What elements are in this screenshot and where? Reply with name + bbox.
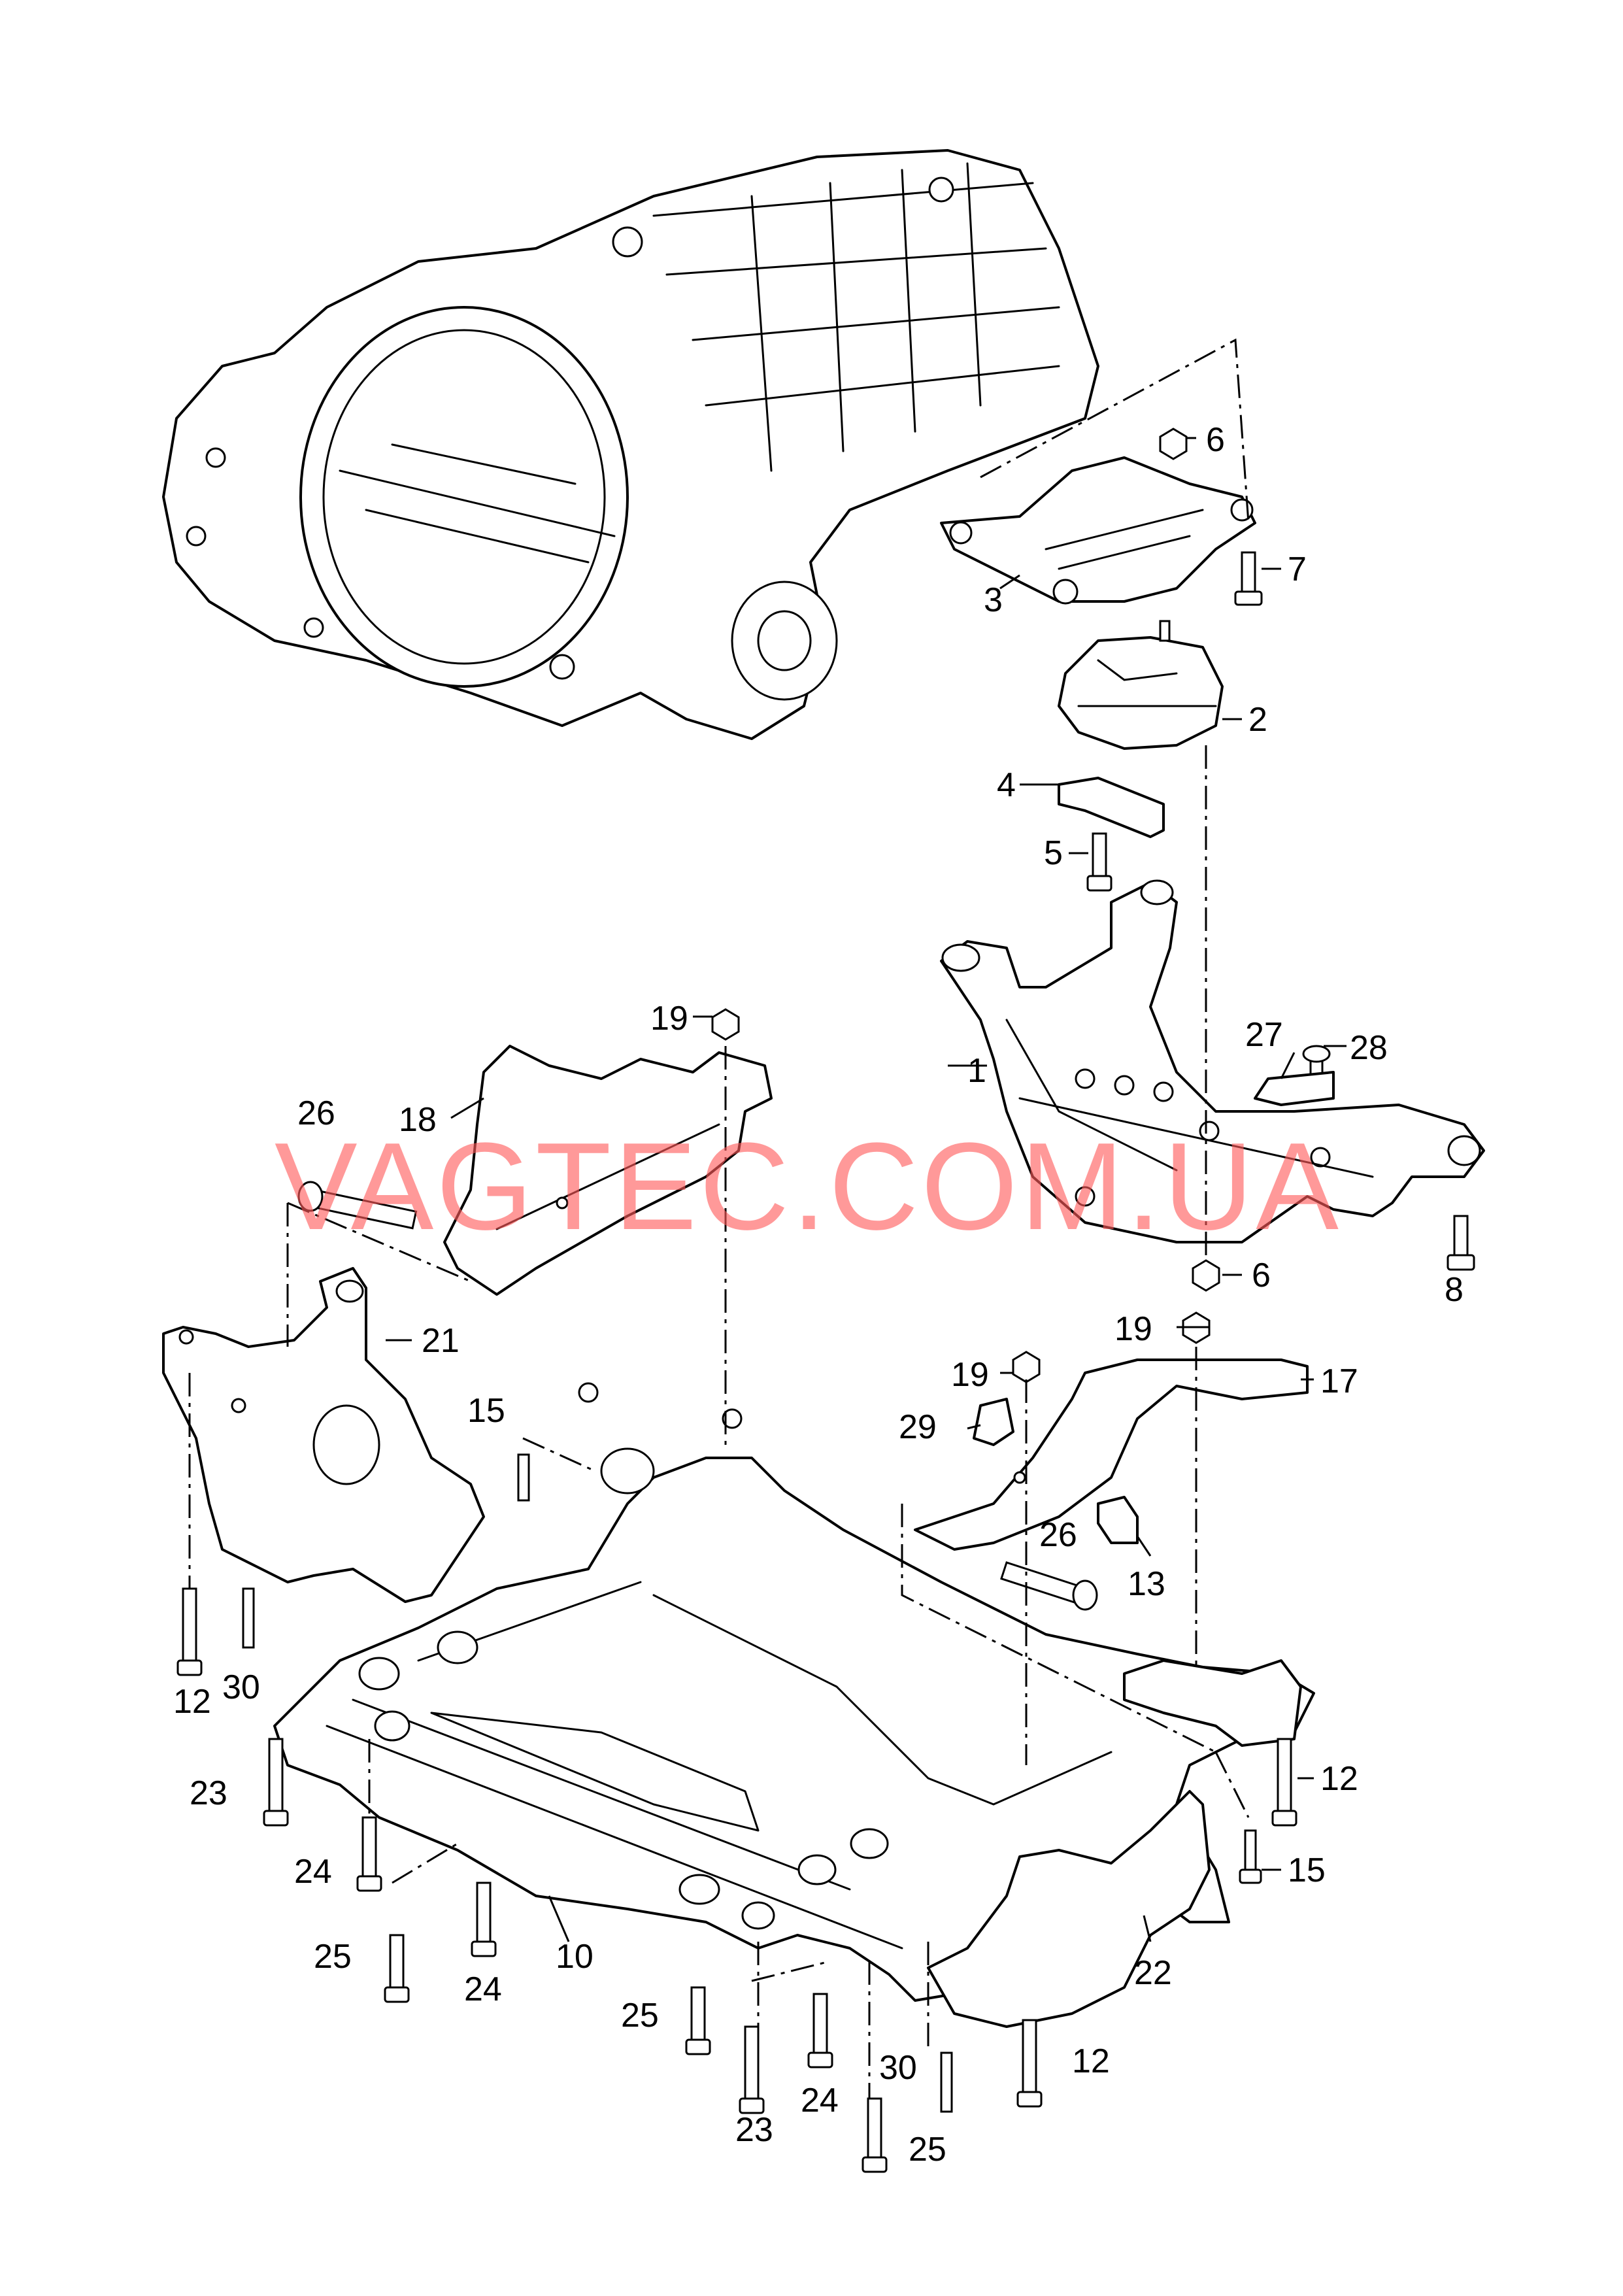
leader-lines — [386, 437, 1347, 1942]
callout-24-a: 24 — [294, 1853, 332, 1891]
callout-5: 5 — [1044, 834, 1063, 872]
bolt-5 — [1086, 832, 1113, 892]
callout-12-c: 12 — [1072, 2042, 1110, 2080]
callout-23-b: 23 — [735, 2111, 773, 2149]
callout-21: 21 — [422, 1322, 460, 1360]
shim-plate — [1058, 777, 1165, 838]
callout-23-a: 23 — [190, 1774, 227, 1812]
heat-shield-left — [443, 1045, 773, 1296]
callout-25-a: 25 — [314, 1938, 352, 1976]
rear-right-brace — [1123, 1659, 1302, 1747]
callout-24-b: 24 — [464, 1970, 502, 2008]
callout-29: 29 — [899, 1408, 937, 1446]
callout-2: 2 — [1248, 701, 1267, 739]
callout-19-c: 19 — [951, 1356, 989, 1394]
gearbox-illustration — [162, 149, 1099, 740]
alignment-lines — [188, 338, 1250, 2099]
front-left-bracket — [162, 1267, 485, 1603]
callout-25-b: 25 — [621, 1997, 659, 2034]
callout-30-a: 30 — [222, 1668, 260, 1706]
callout-26-a: 26 — [297, 1094, 335, 1132]
gearbox-mount — [1058, 620, 1224, 750]
callout-6-bottom: 6 — [1252, 1257, 1271, 1294]
callout-labels: 1 2 3 4 5 6 6 7 8 10 12 12 12 12 13 15 1… — [173, 421, 1464, 2169]
callout-13: 13 — [1128, 1565, 1165, 1603]
callout-12-b: 12 — [1320, 1760, 1358, 1798]
callout-7: 7 — [1288, 550, 1307, 588]
callout-22: 22 — [1134, 1954, 1172, 1992]
callout-15-a: 15 — [467, 1392, 505, 1430]
callout-3: 3 — [984, 581, 1003, 619]
callout-8: 8 — [1445, 1271, 1464, 1309]
callout-4: 4 — [997, 766, 1016, 804]
callout-30-b: 30 — [879, 2049, 917, 2087]
callout-19-a: 19 — [650, 1000, 688, 1038]
callout-6-top: 6 — [1206, 421, 1225, 459]
callout-10: 10 — [556, 1938, 594, 1976]
callout-18: 18 — [399, 1101, 437, 1139]
callout-1: 1 — [967, 1052, 986, 1090]
gearbox-crossmember — [940, 879, 1485, 1243]
callout-12-a: 12 — [173, 1683, 211, 1721]
watermark-text: VAGTEC.COM.UA — [275, 1117, 1341, 1256]
callout-26-b: 26 — [1039, 1516, 1077, 1554]
callout-17: 17 — [1320, 1362, 1358, 1400]
callout-15-b: 15 — [1288, 1851, 1326, 1889]
front-right-bracket — [927, 1790, 1211, 2028]
callout-27: 27 — [1245, 1016, 1283, 1054]
callout-28: 28 — [1350, 1029, 1388, 1067]
callout-25-c: 25 — [909, 2131, 946, 2169]
fasteners — [176, 428, 1475, 2173]
callout-24-c: 24 — [801, 2082, 839, 2119]
callout-19-b: 19 — [1114, 1310, 1152, 1348]
